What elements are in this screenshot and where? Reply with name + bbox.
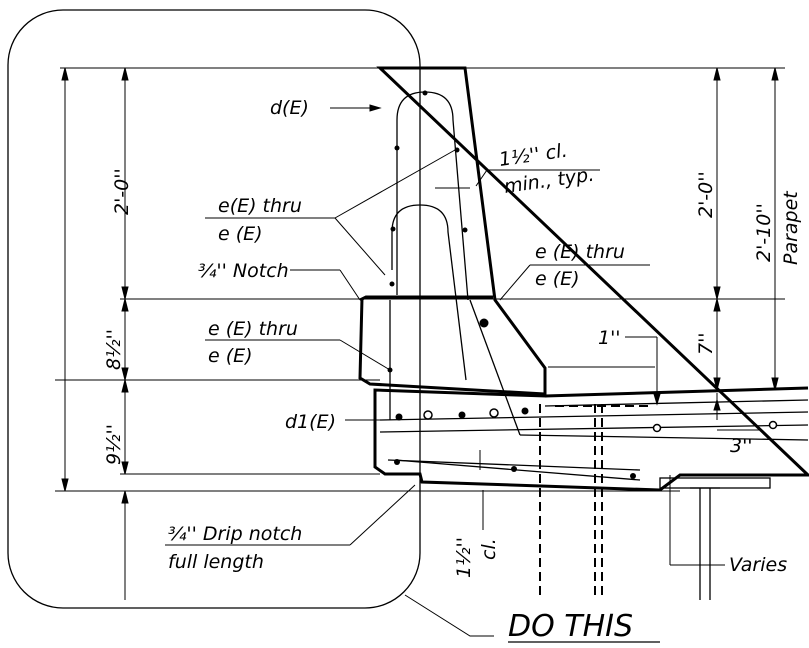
label-d-e: d(E) bbox=[270, 97, 309, 119]
leader-lines bbox=[165, 104, 725, 566]
dim-parapet-height: 2'-10'' bbox=[753, 203, 775, 262]
label-drip-1: ¾'' Drip notch bbox=[168, 523, 302, 545]
label-varies: Varies bbox=[729, 554, 787, 576]
dim-left-low: 9½'' bbox=[103, 424, 125, 465]
label-cl-top: 1½'' cl. bbox=[498, 140, 569, 171]
parapet-middle-block bbox=[358, 297, 546, 396]
dim-right-upper: 2'-0'' bbox=[695, 171, 717, 218]
dim-left-total: 2'-0'' bbox=[111, 168, 133, 215]
right-dimension-lines bbox=[713, 67, 779, 431]
do-this-label: DO THIS bbox=[508, 609, 633, 644]
extension-lines bbox=[55, 67, 785, 492]
left-dimension-lines bbox=[61, 67, 129, 600]
label-e-thru-2b: e (E) bbox=[535, 268, 580, 290]
deck-top bbox=[544, 386, 809, 398]
label-e-thru-1a: e(E) thru bbox=[218, 195, 302, 217]
steel-girder bbox=[659, 477, 771, 600]
dim-right-lower: 7'' bbox=[695, 332, 717, 355]
dim-parapet-label: Parapet bbox=[780, 190, 802, 265]
label-drip-2: full length bbox=[168, 551, 264, 573]
label-cl-bottom: 1½'' bbox=[453, 537, 475, 578]
dim-left-mid: 8½'' bbox=[103, 329, 125, 370]
label-e-thru-3b: e (E) bbox=[208, 345, 253, 367]
label-d1-e: d1(E) bbox=[285, 411, 336, 433]
parapet-upper-block bbox=[359, 295, 493, 302]
label-e-thru-2a: e (E) thru bbox=[535, 241, 625, 263]
label-notch: ¾'' Notch bbox=[198, 260, 289, 282]
dashed-members bbox=[539, 404, 650, 600]
highlight-box bbox=[7, 9, 421, 609]
label-three-inch: 3'' bbox=[730, 435, 753, 457]
leader-do-this bbox=[404, 594, 494, 637]
label-e-thru-3a: e (E) thru bbox=[208, 318, 298, 340]
label-cl-bottom-2: cl. bbox=[478, 538, 500, 560]
label-e-thru-1b: e (E) bbox=[218, 223, 263, 245]
label-one-inch: 1'' bbox=[598, 327, 621, 349]
rebar-dots bbox=[387, 90, 778, 479]
